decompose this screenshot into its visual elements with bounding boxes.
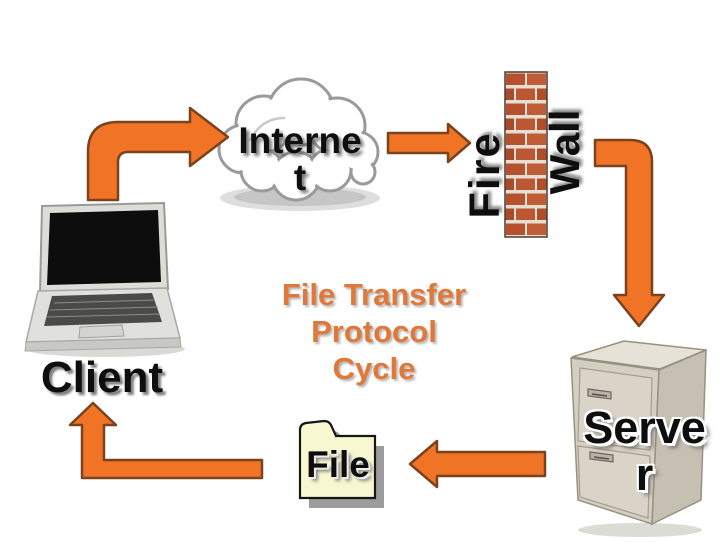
arrow-firewall-to-server [593, 138, 666, 328]
arrow-internet-to-firewall [386, 122, 472, 164]
diagram-title: File Transfer Protocol Cycle [262, 276, 486, 387]
arrow-file-to-client [68, 401, 264, 480]
title-line1: File Transfer [281, 277, 467, 312]
internet-label: Interne t [222, 122, 378, 196]
client-laptop-icon [24, 201, 182, 352]
firewall-label-wall: Wall [541, 109, 588, 195]
firewall-label-fire: Fire [461, 131, 509, 219]
internet-cloud-icon [217, 77, 380, 202]
server-label-line2: r [635, 449, 654, 500]
firewall-brick-icon [504, 71, 548, 238]
server-label: Serve r [552, 404, 728, 498]
title-line3: Cycle [332, 351, 416, 386]
file-label: File [306, 444, 370, 485]
client-label: Client [40, 353, 164, 402]
internet-label-line2: t [293, 157, 307, 198]
file-folder-icon [298, 419, 384, 508]
title-line2: Protocol [311, 314, 437, 349]
internet-label-line1: Interne [238, 120, 362, 161]
server-label-line1: Serve [583, 402, 706, 453]
arrow-client-to-internet [86, 106, 230, 202]
server-cabinet-icon [570, 340, 707, 526]
arrow-server-to-file [408, 439, 547, 489]
